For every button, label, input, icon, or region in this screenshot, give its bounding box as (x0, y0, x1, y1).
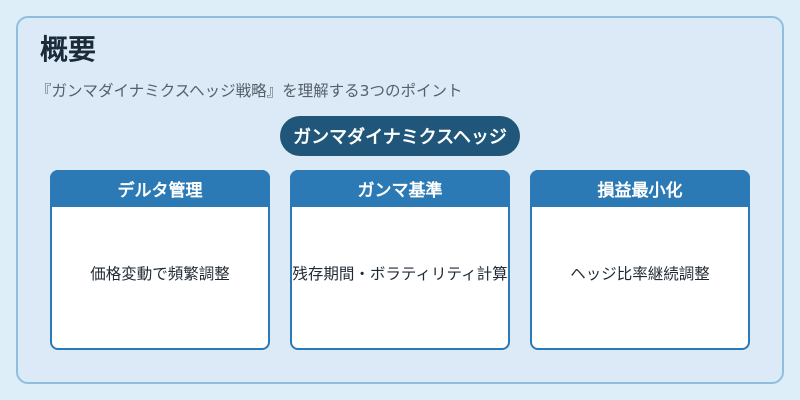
central-topic-pill: ガンマダイナミクスヘッジ (280, 116, 520, 156)
page-title: 概要 (40, 33, 97, 66)
card-gamma-criteria: ガンマ基準 残存期間・ボラティリティ計算 (290, 170, 510, 350)
card-body: 残存期間・ボラティリティ計算 (292, 264, 508, 283)
page-subtitle: 『ガンマダイナミクスヘッジ戦略』を理解する3つのポイント (36, 82, 463, 100)
card-header: ガンマ基準 (290, 170, 510, 207)
card-header: 損益最小化 (530, 170, 750, 207)
card-body: ヘッジ比率継続調整 (570, 264, 710, 283)
card-loss-minimization: 損益最小化 ヘッジ比率継続調整 (530, 170, 750, 350)
card-header: デルタ管理 (50, 170, 270, 207)
card-body: 価格変動で頻繁調整 (90, 264, 230, 283)
card-delta-management: デルタ管理 価格変動で頻繁調整 (50, 170, 270, 350)
